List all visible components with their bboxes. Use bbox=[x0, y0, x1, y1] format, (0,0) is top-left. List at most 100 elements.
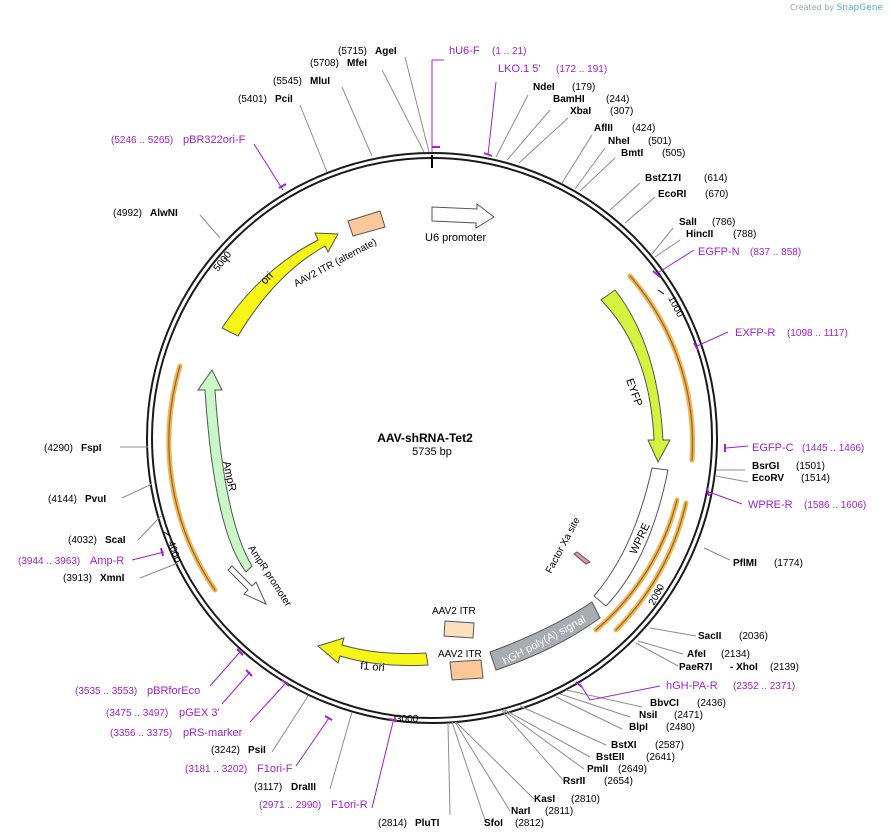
primer-f1ori-r: (2971 .. 2990) F1ori-R bbox=[259, 799, 368, 811]
svg-text:EcoRV: EcoRV bbox=[752, 473, 784, 484]
svg-text:NarI: NarI bbox=[511, 806, 531, 817]
feature-ori[interactable]: ori bbox=[221, 232, 339, 337]
svg-text:(2641): (2641) bbox=[646, 752, 675, 763]
svg-text:(1514): (1514) bbox=[801, 473, 830, 484]
svg-text:PciI: PciI bbox=[275, 94, 293, 105]
svg-text:(1586 .. 1606): (1586 .. 1606) bbox=[804, 500, 866, 511]
svg-text:Amp-R: Amp-R bbox=[90, 555, 124, 567]
orf-highlights bbox=[166, 273, 696, 633]
site-bstz17i: BstZ17I(614) bbox=[645, 173, 727, 184]
svg-text:(4032): (4032) bbox=[68, 535, 97, 546]
svg-text:F1ori-R: F1ori-R bbox=[331, 799, 368, 811]
primer-amp-r: (3944 .. 3963) Amp-R bbox=[18, 555, 124, 567]
site-paer7i-xhoi: PaeR7I- XhoI(2139) bbox=[679, 662, 799, 673]
site-pflmi: PflMI(1774) bbox=[733, 558, 803, 569]
svg-text:hGH-PA-R: hGH-PA-R bbox=[666, 680, 718, 692]
feature-aav2-itr-upper[interactable]: AAV2 ITR bbox=[432, 606, 476, 639]
svg-text:(5545): (5545) bbox=[273, 76, 302, 87]
svg-text:EYFP: EYFP bbox=[623, 377, 644, 408]
svg-text:SfoI: SfoI bbox=[484, 818, 503, 829]
site-sali: SalI (786) bbox=[679, 217, 735, 228]
svg-text:3000: 3000 bbox=[396, 714, 419, 725]
svg-text:DraIII: DraIII bbox=[291, 782, 316, 793]
site-kasi: KasI(2810) bbox=[534, 794, 600, 805]
svg-text:(3356 .. 3375): (3356 .. 3375) bbox=[110, 728, 172, 739]
svg-text:ScaI: ScaI bbox=[105, 535, 126, 546]
svg-text:(2480): (2480) bbox=[666, 722, 695, 733]
svg-text:PsiI: PsiI bbox=[248, 745, 266, 756]
svg-text:EcoRI: EcoRI bbox=[658, 189, 687, 200]
svg-text:pRS-marker: pRS-marker bbox=[183, 727, 243, 739]
snapgene-logo: SnapGene bbox=[836, 3, 883, 13]
snapgene-credit: Created by SnapGene bbox=[790, 3, 883, 13]
svg-text:PvuI: PvuI bbox=[85, 494, 106, 505]
feature-hgh-polya-signal[interactable]: hGH poly(A) signal bbox=[489, 601, 601, 671]
svg-text:(1501): (1501) bbox=[796, 461, 825, 472]
svg-text:(837 .. 858): (837 .. 858) bbox=[750, 247, 801, 258]
feature-f1-ori[interactable]: f1 ori bbox=[316, 637, 429, 682]
svg-text:(1098 .. 1117): (1098 .. 1117) bbox=[787, 328, 848, 339]
svg-text:BbvCI: BbvCI bbox=[650, 698, 679, 709]
site-pmli: PmlI(2649) bbox=[587, 764, 647, 775]
svg-text:(2587): (2587) bbox=[655, 740, 684, 751]
svg-text:(3944 .. 3963): (3944 .. 3963) bbox=[18, 556, 80, 567]
svg-text:LKO.1 5': LKO.1 5' bbox=[498, 63, 540, 75]
svg-text:(179): (179) bbox=[572, 82, 595, 93]
svg-text:PluTI: PluTI bbox=[415, 818, 440, 829]
svg-text:AAV2 ITR: AAV2 ITR bbox=[432, 606, 476, 617]
primer-hu6-f: hU6-F(1 .. 21) bbox=[449, 45, 526, 57]
svg-text:(307): (307) bbox=[610, 106, 633, 117]
site-nhei: NheI(501) bbox=[608, 136, 671, 147]
svg-text:(505): (505) bbox=[662, 148, 685, 159]
site-afei: AfeI(2134) bbox=[687, 649, 750, 660]
svg-text:(3117): (3117) bbox=[254, 782, 282, 793]
svg-text:(2654): (2654) bbox=[604, 776, 633, 787]
svg-text:- XhoI: - XhoI bbox=[730, 662, 758, 673]
site-bmti: BmtI (505) bbox=[621, 148, 685, 159]
svg-text:hU6-F: hU6-F bbox=[449, 45, 480, 57]
svg-text:XmnI: XmnI bbox=[100, 573, 125, 584]
site-bsteii: BstEII(2641) bbox=[596, 752, 675, 763]
site-ecori: EcoRI(670) bbox=[658, 189, 728, 200]
site-draiii: (3117) DraIII bbox=[254, 782, 316, 793]
feature-aav2-itr-lower[interactable]: AAV2 ITR bbox=[438, 649, 484, 681]
svg-text:(2971 .. 2990): (2971 .. 2990) bbox=[259, 800, 321, 811]
svg-text:BamHI: BamHI bbox=[553, 94, 585, 105]
svg-text:(2812): (2812) bbox=[515, 818, 544, 829]
svg-text:(2471): (2471) bbox=[674, 710, 703, 721]
svg-text:(786): (786) bbox=[712, 217, 735, 228]
feature-u6-promoter[interactable]: U6 promoter bbox=[425, 202, 495, 244]
svg-text:F1ori-F: F1ori-F bbox=[257, 763, 293, 775]
site-leaders bbox=[120, 56, 749, 824]
site-sacii: SacII(2036) bbox=[698, 631, 768, 642]
feature-ampr[interactable]: AmpR bbox=[197, 369, 253, 573]
site-xmni: (3913)XmnI bbox=[63, 573, 125, 584]
svg-text:(2134): (2134) bbox=[721, 649, 750, 660]
svg-text:RsrII: RsrII bbox=[563, 776, 585, 787]
svg-text:(614): (614) bbox=[704, 173, 727, 184]
site-hincii: HincII(788) bbox=[686, 229, 756, 240]
plasmid-name: AAV-shRNA-Tet2 bbox=[377, 431, 473, 445]
site-pluti: (2814)PluTI bbox=[378, 818, 440, 829]
feature-factor-xa-site[interactable]: Factor Xa site bbox=[544, 515, 591, 575]
site-pvui: (4144) PvuI bbox=[48, 494, 106, 505]
svg-text:PflMI: PflMI bbox=[733, 558, 757, 569]
site-xbai: XbaI(307) bbox=[570, 106, 633, 117]
credit-prefix: Created by bbox=[790, 3, 835, 12]
svg-text:(4144): (4144) bbox=[48, 494, 77, 505]
svg-text:NheI: NheI bbox=[608, 136, 630, 147]
primer-lko1-5: LKO.1 5'(172 .. 191) bbox=[498, 63, 607, 75]
svg-text:(2436): (2436) bbox=[697, 698, 726, 709]
svg-text:(2811): (2811) bbox=[545, 806, 573, 817]
svg-text:BmtI: BmtI bbox=[621, 148, 643, 159]
svg-text:(788): (788) bbox=[733, 229, 756, 240]
tick-4000: 4000 bbox=[163, 531, 182, 565]
primer-f1ori-f: (3181 .. 3202)F1ori-F bbox=[185, 763, 293, 775]
svg-text:NdeI: NdeI bbox=[533, 82, 555, 93]
svg-text:SalI: SalI bbox=[679, 217, 697, 228]
primer-pbrforeco: (3535 .. 3553)pBRforEco bbox=[75, 685, 200, 697]
primers: hU6-F(1 .. 21) LKO.1 5'(172 .. 191) EGFP… bbox=[18, 45, 866, 811]
svg-text:(3535 .. 3553): (3535 .. 3553) bbox=[75, 686, 137, 697]
restriction-sites: (5715)AgeI (5708)MfeI (5545)MluI (5401)P… bbox=[44, 46, 830, 829]
primer-hgh-pa-r: hGH-PA-R(2352 .. 2371) bbox=[666, 680, 795, 692]
